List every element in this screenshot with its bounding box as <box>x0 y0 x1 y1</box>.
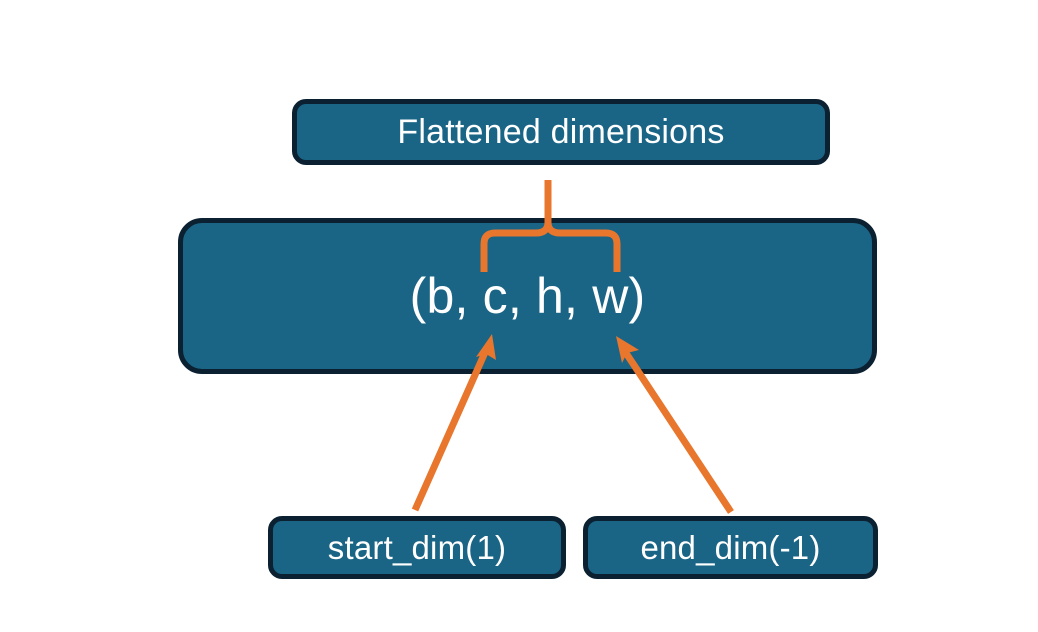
flattened-dimensions-box[interactable]: Flattened dimensions <box>292 99 830 165</box>
end-dim-label: end_dim(-1) <box>640 528 821 566</box>
end-dim-arrow-line <box>621 348 734 514</box>
start-dim-label: start_dim(1) <box>327 528 507 566</box>
tensor-shape-box[interactable]: (b, c, h, w) <box>178 218 877 374</box>
flattened-dimensions-label: Flattened dimensions <box>397 112 725 151</box>
start-dim-box[interactable]: start_dim(1) <box>268 516 566 579</box>
end-dim-box[interactable]: end_dim(-1) <box>583 516 878 579</box>
tensor-shape-label: (b, c, h, w) <box>409 268 646 324</box>
